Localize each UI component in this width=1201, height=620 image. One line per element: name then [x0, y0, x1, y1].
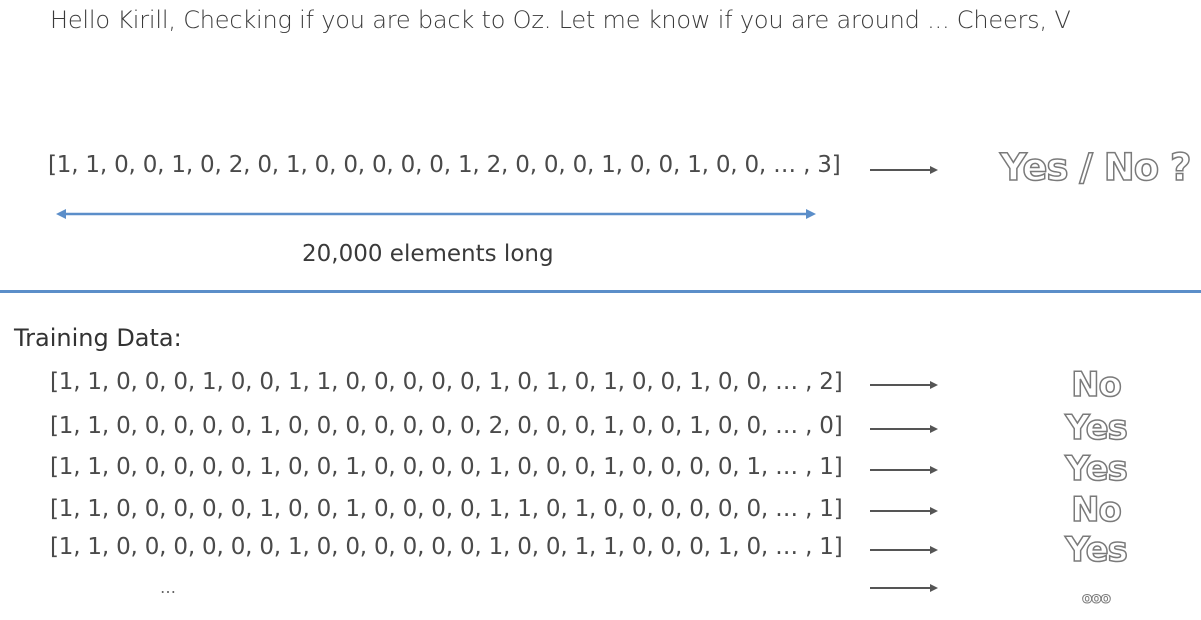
- message-text: Hello Kirill, Checking if you are back t…: [50, 6, 1071, 34]
- training-row-vector: [1, 1, 0, 0, 0, 1, 0, 0, 1, 1, 0, 0, 0, …: [50, 369, 843, 395]
- training-row-vector: [1, 1, 0, 0, 0, 0, 0, 1, 0, 0, 1, 0, 0, …: [50, 496, 843, 522]
- training-data-title: Training Data:: [14, 324, 182, 352]
- query-vector: [1, 1, 0, 0, 1, 0, 2, 0, 1, 0, 0, 0, 0, …: [48, 152, 841, 178]
- training-row-vector: [1, 1, 0, 0, 0, 0, 0, 1, 0, 0, 0, 0, 0, …: [50, 413, 843, 439]
- training-row-label: No: [1070, 364, 1122, 406]
- double-headed-arrow-icon: [56, 209, 816, 219]
- section-divider: [0, 290, 1201, 293]
- right-arrow-icon: [870, 425, 938, 433]
- more-labels-ellipsis: ooo: [1082, 588, 1112, 608]
- right-arrow-icon: [870, 466, 938, 474]
- training-row-vector: [1, 1, 0, 0, 0, 0, 0, 1, 0, 0, 1, 0, 0, …: [50, 454, 843, 480]
- right-arrow-icon: [870, 507, 938, 515]
- right-arrow-icon: [870, 381, 938, 389]
- more-labels-text: ooo: [1082, 589, 1112, 608]
- right-arrow-icon: [870, 546, 938, 554]
- right-arrow-icon: [870, 166, 938, 174]
- right-arrow-icon: [870, 584, 938, 592]
- training-row-label: Yes: [1064, 407, 1128, 449]
- training-row-label: No: [1070, 489, 1122, 531]
- training-row-vector: [1, 1, 0, 0, 0, 0, 0, 0, 1, 0, 0, 0, 0, …: [50, 534, 843, 560]
- training-row-label: Yes: [1064, 529, 1128, 571]
- query-answer: Yes / No ?: [999, 145, 1192, 190]
- training-row-label: Yes: [1064, 448, 1128, 490]
- length-label: 20,000 elements long: [302, 241, 554, 267]
- more-rows-ellipsis: …: [160, 578, 176, 597]
